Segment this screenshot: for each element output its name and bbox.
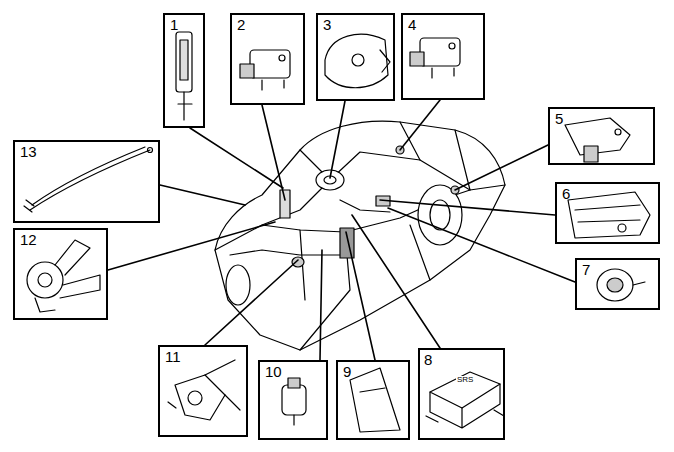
callout-number: 13: [20, 144, 37, 161]
callout-box: 4: [401, 13, 485, 100]
callout-number: 5: [555, 111, 563, 128]
callout-number: 11: [165, 349, 181, 366]
leader-lines: [108, 100, 575, 360]
callout-number: 12: [20, 232, 37, 249]
car-body: [215, 121, 505, 350]
callout-box: 8SRS: [418, 348, 505, 440]
callout-box: 12: [13, 228, 108, 320]
callout-box: 11: [158, 345, 248, 437]
callout-box: 3: [316, 13, 395, 101]
part-marking: SRS: [456, 376, 474, 384]
callout-number: 6: [562, 186, 570, 203]
callout-box: 5: [548, 107, 655, 165]
callout-box: 13: [13, 140, 160, 223]
callout-box: 2: [230, 13, 305, 105]
callout-box: 1: [163, 13, 205, 128]
callout-number: 10: [265, 364, 282, 381]
callout-number: 8: [424, 352, 432, 369]
callout-box: 6: [555, 182, 660, 244]
callout-number: 2: [237, 17, 245, 34]
callout-number: 7: [582, 262, 590, 279]
callout-number: 1: [170, 17, 178, 34]
callout-number: 4: [408, 17, 416, 34]
callout-number: 9: [343, 364, 351, 381]
callout-box: 9: [336, 360, 410, 440]
callout-box: 7: [575, 258, 660, 310]
callout-box: 10: [258, 360, 328, 440]
callout-number: 3: [323, 17, 331, 34]
